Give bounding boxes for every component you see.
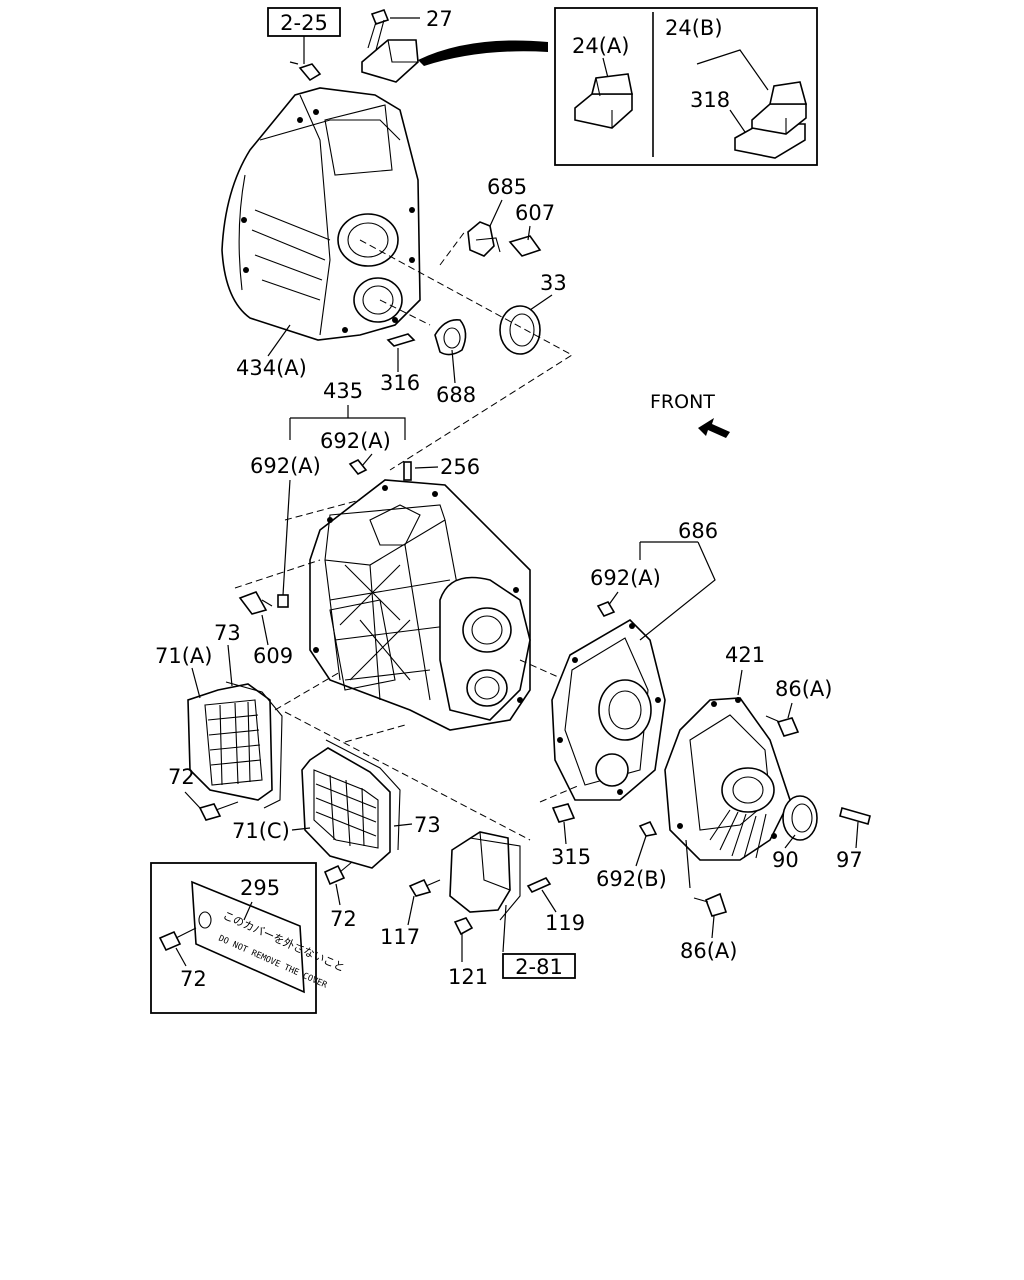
callout-121: 121 bbox=[448, 965, 488, 989]
callout-72-left: 72 bbox=[168, 765, 195, 789]
inset-box-24: 24(A) 24(B) 318 bbox=[418, 7, 818, 166]
front-direction-label: FRONT bbox=[650, 391, 715, 413]
callout-692a-top: 692(A) bbox=[320, 429, 391, 453]
pin-256 bbox=[403, 461, 412, 481]
dowel-pin-692b bbox=[638, 820, 658, 837]
nut-121 bbox=[453, 917, 474, 936]
side-cover-71a bbox=[187, 683, 273, 801]
key-316 bbox=[386, 333, 416, 347]
oil-seal-90 bbox=[782, 795, 818, 841]
callout-117: 117 bbox=[380, 925, 420, 949]
transmission-case bbox=[309, 479, 531, 731]
reference-box-2-25[interactable]: 2-25 bbox=[267, 7, 341, 37]
inspection-cover-2-81 bbox=[449, 831, 521, 921]
callout-609: 609 bbox=[253, 644, 293, 668]
bolt-27 bbox=[367, 9, 420, 51]
callout-72-box: 72 bbox=[180, 967, 207, 991]
breather-cover bbox=[361, 39, 419, 83]
air-breather-cover-b bbox=[734, 81, 808, 159]
label-24a: 24(A) bbox=[572, 34, 629, 58]
screw-72-box bbox=[158, 927, 197, 952]
dowel-pin-692a-right bbox=[596, 601, 616, 617]
inset-pointer-arrow bbox=[418, 40, 548, 66]
callout-295: 295 bbox=[240, 876, 280, 900]
retainer-688 bbox=[434, 318, 467, 356]
callout-435: 435 bbox=[323, 379, 363, 403]
callout-688: 688 bbox=[436, 383, 476, 407]
callout-685: 685 bbox=[487, 175, 527, 199]
callout-90: 90 bbox=[772, 848, 799, 872]
callout-692a-right: 692(A) bbox=[590, 566, 661, 590]
callout-73-mid: 73 bbox=[414, 813, 441, 837]
caution-plate-box: このカバーを外さないこと DO NOT REMOVE THE COVER 295… bbox=[150, 862, 347, 1014]
reference-label-2-25: 2-25 bbox=[280, 11, 328, 35]
extension-housing-421 bbox=[664, 697, 791, 861]
bolt-72-left bbox=[198, 801, 239, 821]
stud-119 bbox=[526, 876, 552, 894]
label-318: 318 bbox=[690, 88, 730, 112]
bolt-86a-bottom bbox=[693, 892, 728, 917]
bolt-315 bbox=[551, 803, 576, 823]
callout-71a: 71(A) bbox=[155, 644, 212, 668]
clutch-housing bbox=[221, 87, 421, 341]
bolt-117 bbox=[408, 878, 441, 897]
callout-256: 256 bbox=[440, 455, 480, 479]
callout-421: 421 bbox=[725, 643, 765, 667]
air-breather-cover-a bbox=[574, 73, 633, 129]
callout-316: 316 bbox=[380, 371, 420, 395]
label-24b: 24(B) bbox=[665, 16, 723, 40]
bracket-685 bbox=[467, 221, 501, 257]
callout-86a-bottom: 86(A) bbox=[680, 939, 737, 963]
callout-686: 686 bbox=[678, 519, 718, 543]
callout-119: 119 bbox=[545, 911, 585, 935]
front-arrow-icon bbox=[698, 418, 730, 438]
intermediate-plate-686 bbox=[551, 618, 666, 801]
callout-72-mid: 72 bbox=[330, 907, 357, 931]
callout-692a-left: 692(A) bbox=[250, 454, 321, 478]
reference-box-2-81[interactable]: 2-81 bbox=[502, 953, 576, 979]
bolt-609 bbox=[238, 591, 273, 615]
gasket-73-mid bbox=[325, 739, 401, 851]
bolt-2-25 bbox=[289, 36, 322, 82]
reference-label-2-81: 2-81 bbox=[515, 955, 563, 979]
dowel-pin-692a-top bbox=[348, 458, 368, 476]
caution-plate bbox=[191, 880, 305, 994]
bolt-607 bbox=[508, 235, 542, 257]
callout-434a: 434(A) bbox=[236, 356, 307, 380]
side-cover-71c bbox=[301, 747, 391, 869]
callout-97: 97 bbox=[836, 848, 863, 872]
callout-607: 607 bbox=[515, 201, 555, 225]
bolt-72-mid bbox=[323, 861, 353, 886]
callout-27: 27 bbox=[426, 7, 453, 31]
callout-315: 315 bbox=[551, 845, 591, 869]
callout-73-left: 73 bbox=[214, 621, 241, 645]
callout-86a-top: 86(A) bbox=[775, 677, 832, 701]
stud-97 bbox=[839, 807, 871, 825]
dowel-pin-692a-left bbox=[277, 594, 289, 608]
callout-71c: 71(C) bbox=[232, 819, 290, 843]
callout-692b: 692(B) bbox=[596, 867, 667, 891]
bolt-86a-top bbox=[765, 715, 800, 737]
gasket-73-left bbox=[225, 681, 283, 809]
oil-seal-33 bbox=[499, 305, 541, 355]
callout-33: 33 bbox=[540, 271, 567, 295]
